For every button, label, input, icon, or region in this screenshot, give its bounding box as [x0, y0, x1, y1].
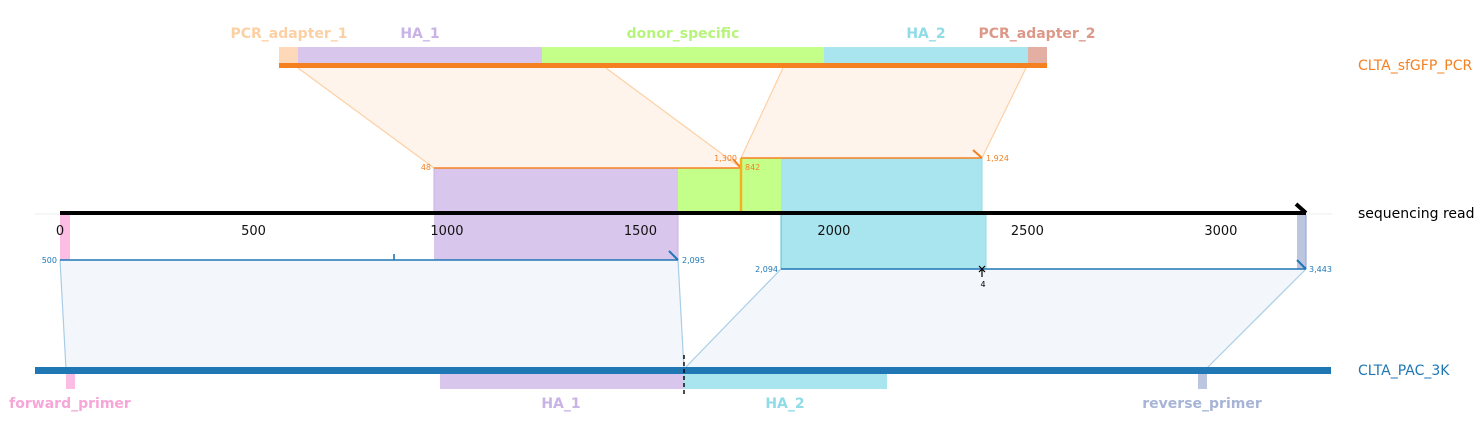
- axis-ticks: 0 500 1000 1500 2000 2500 3000: [56, 224, 1238, 239]
- ref-connector: [59, 259, 67, 370]
- ref-alignment-end-tick: [668, 250, 679, 261]
- ref-indel-label: 4: [980, 280, 985, 289]
- pcr-alignment-shade-1: [298, 68, 741, 168]
- pcr-alignment-start-label: 1,300: [714, 154, 737, 163]
- read-axis-arrow-head: [1294, 202, 1308, 215]
- read-features: [60, 158, 1307, 269]
- axis-tick-label: 3000: [1204, 224, 1237, 239]
- pcr-track-line: [279, 63, 1047, 68]
- read-axis: 0 500 1000 1500 2000 2500 3000 sequencing read: [35, 202, 1474, 239]
- ref-indel-marker: [978, 265, 986, 277]
- pcr-alignment-end-label: 1,924: [986, 154, 1009, 163]
- pcr-feature-donor-specific: [542, 47, 824, 64]
- pcr-connector: [740, 67, 784, 159]
- axis-tick-label: 2500: [1011, 224, 1044, 239]
- ref-feature-label: HA_2: [765, 396, 804, 412]
- read-feature-donor-specific: [678, 168, 741, 213]
- ref-track-name: CLTA_PAC_3K: [1358, 363, 1450, 379]
- ref-alignment-end-label: 2,095: [682, 256, 705, 265]
- pcr-feature-ha-1: [298, 47, 542, 64]
- ref-feature-forward-primer: [66, 374, 75, 389]
- ref-connector: [683, 268, 782, 370]
- ref-track-line: [35, 367, 1331, 374]
- read-feature-forward-primer: [60, 215, 70, 260]
- axis-tick-label: 500: [241, 224, 266, 239]
- pcr-feature-label: PCR_adapter_1: [230, 26, 347, 42]
- ref-alignment-start-label: 2,094: [755, 265, 778, 274]
- pcr-track-name: CLTA_sfGFP_PCR: [1358, 58, 1472, 74]
- read-feature-ha-1-upper: [434, 168, 678, 213]
- ref-connector: [1205, 268, 1307, 370]
- read-track-name: sequencing read: [1358, 206, 1474, 222]
- ref-alignments: 4 500 2,095 2,094 3,443: [42, 250, 1332, 370]
- pcr-alignment-end-tick: [732, 158, 742, 169]
- pcr-feature-pcr-adapter-2: [1028, 47, 1047, 64]
- pcr-track: PCR_adapter_1 HA_1 donor_specific HA_2 P…: [230, 26, 1472, 169]
- pcr-alignment-shade-2: [741, 68, 1026, 158]
- axis-tick-label: 1000: [430, 224, 463, 239]
- read-feature-ha-1-lower: [434, 215, 678, 260]
- ref-alignment-shade-1: [60, 260, 684, 369]
- ref-feature-reverse-primer: [1198, 374, 1207, 389]
- ref-feature-ha-2: [684, 374, 887, 389]
- read-feature-ha-2-lower: [781, 215, 986, 269]
- ref-feature-label: HA_1: [541, 396, 580, 412]
- pcr-connector: [605, 67, 742, 169]
- read-feature-donor-specific: [741, 158, 781, 213]
- pcr-connector: [297, 67, 435, 169]
- ref-alignment-end-tick: [1296, 259, 1307, 270]
- ref-track: forward_primer HA_1 HA_2 reverse_primer …: [9, 355, 1450, 412]
- pcr-alignment-end-tick: [972, 149, 983, 159]
- ref-alignment-shade-2: [684, 269, 1306, 369]
- ref-feature-label: forward_primer: [9, 396, 131, 412]
- ref-feature-ha-1: [440, 374, 684, 389]
- ref-feature-label: reverse_primer: [1142, 396, 1262, 412]
- pcr-alignment-end-label: 842: [745, 163, 760, 172]
- ref-alignment-end-label: 3,443: [1309, 265, 1332, 274]
- pcr-feature-pcr-adapter-1: [279, 47, 298, 64]
- axis-tick-label: 1500: [624, 224, 657, 239]
- pcr-connector: [981, 67, 1027, 159]
- pcr-alignments: 48 842 1,300 1,924: [421, 149, 1009, 213]
- ref-connector: [677, 259, 685, 370]
- pcr-feature-label: PCR_adapter_2: [978, 26, 1095, 42]
- pcr-feature-ha-2: [824, 47, 1028, 64]
- axis-tick-label: 2000: [817, 224, 850, 239]
- pcr-feature-label: HA_1: [400, 26, 439, 42]
- read-feature-reverse-primer: [1297, 215, 1306, 269]
- pcr-feature-label: donor_specific: [627, 26, 740, 42]
- pcr-alignment-start-label: 48: [421, 163, 431, 172]
- axis-tick-label: 0: [56, 224, 64, 239]
- read-feature-ha-2-upper: [781, 158, 982, 213]
- pcr-feature-label: HA_2: [906, 26, 945, 42]
- ref-alignment-start-label: 500: [42, 256, 57, 265]
